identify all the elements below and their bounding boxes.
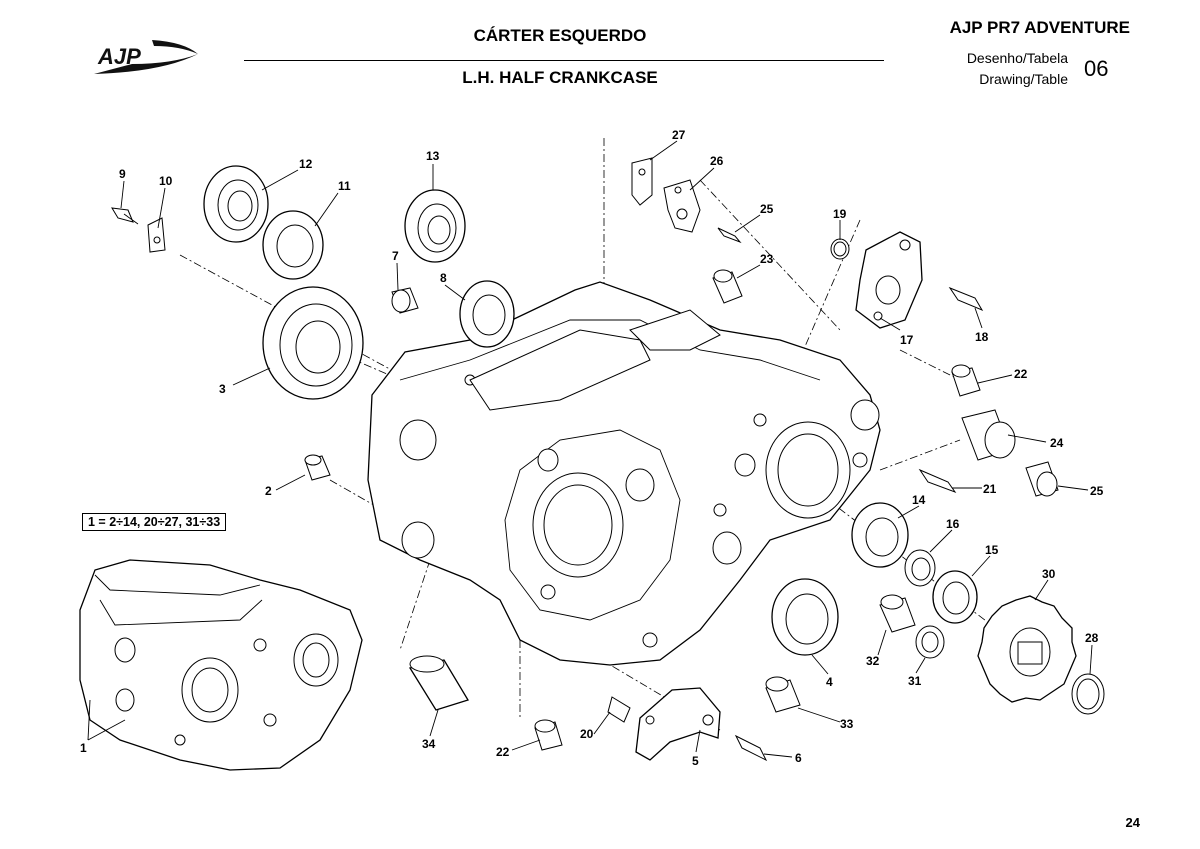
label-22-bottom: 22 — [496, 745, 510, 759]
part-6-bolt — [734, 734, 768, 762]
ajp-logo: AJP — [92, 34, 202, 78]
label-4: 4 — [826, 675, 833, 689]
part-24-bushing — [961, 409, 1016, 461]
part-10-bracket — [147, 217, 166, 253]
part-7-bushing — [391, 287, 419, 314]
page-number: 24 — [1125, 815, 1140, 830]
part-8-bearing — [459, 280, 515, 348]
label-1: 1 — [80, 741, 87, 755]
title-divider — [244, 60, 884, 61]
part-28-plate — [631, 157, 653, 206]
part-29-circlip — [1071, 673, 1105, 715]
part-2-dowel — [304, 454, 331, 481]
label-10: 10 — [159, 174, 173, 188]
label-18: 18 — [975, 330, 989, 344]
assembled-crankcase — [79, 559, 363, 771]
part-27-bracket — [663, 179, 701, 233]
label-31: 31 — [908, 674, 922, 688]
label-32: 32 — [866, 654, 880, 668]
label-19: 19 — [833, 207, 847, 221]
page-title-pt: CÁRTER ESQUERDO — [473, 26, 647, 45]
label-30: 30 — [1042, 567, 1056, 581]
label-8: 8 — [440, 271, 447, 285]
leader-lines — [87, 140, 1093, 758]
label-24: 24 — [1050, 436, 1064, 450]
drawing-label-pt: Desenho/Tabela — [966, 50, 1068, 66]
part-16-ring — [904, 549, 936, 587]
part-21-bolt — [918, 468, 957, 494]
part-17-pump-cover — [855, 231, 923, 329]
label-11: 11 — [338, 179, 351, 193]
part-33-dowel — [765, 676, 801, 713]
label-7: 7 — [392, 249, 399, 263]
kit-note: 1 = 2÷14, 20÷27, 31÷33 — [82, 513, 227, 531]
label-16: 16 — [946, 517, 960, 531]
label-17: 17 — [900, 333, 914, 347]
part-5-bracket — [635, 687, 721, 761]
label-28: 27 — [672, 128, 686, 142]
part-4-seal — [771, 578, 839, 656]
part-19-oring — [830, 238, 850, 260]
drawing-number: 06 — [1084, 56, 1109, 81]
part-3-bearing — [262, 286, 364, 400]
part-32-dowel — [879, 594, 916, 633]
label-29: 28 — [1085, 631, 1099, 645]
label-22-right: 22 — [1014, 367, 1028, 381]
label-14: 14 — [912, 493, 926, 507]
part-14-seal — [851, 502, 909, 568]
part-9-bolt — [111, 207, 139, 225]
model-name: AJP PR7 ADVENTURE — [949, 18, 1130, 37]
label-13: 13 — [426, 149, 440, 163]
part-25-bushing — [1025, 461, 1059, 497]
label-15: 15 — [985, 543, 999, 557]
label-25: 25 — [1090, 484, 1104, 498]
part-34-bushing — [408, 655, 469, 711]
part-12-bearing — [203, 165, 269, 243]
label-2: 2 — [265, 484, 272, 498]
part-18-bolt — [948, 286, 984, 312]
part-30-sprocket — [977, 595, 1077, 703]
label-6: 6 — [795, 751, 802, 765]
part-22-dowel-bottom — [534, 719, 563, 751]
part-31-ring — [915, 625, 945, 659]
label-26: 25 — [760, 202, 774, 216]
label-5: 5 — [692, 754, 699, 768]
logo-text: AJP — [97, 44, 141, 69]
drawing-label-en: Drawing/Table — [979, 71, 1068, 87]
label-21: 21 — [983, 482, 997, 496]
label-27: 26 — [710, 154, 724, 168]
part-20-bolt — [607, 696, 631, 723]
part-labels: 9 10 12 11 3 13 7 8 2 27 26 25 23 19 17 … — [80, 128, 1104, 768]
part-23-dowel — [712, 269, 743, 304]
label-12: 12 — [299, 157, 313, 171]
label-34: 34 — [422, 737, 436, 751]
label-33: 33 — [840, 717, 854, 731]
part-26-bolt — [717, 227, 742, 244]
label-9: 9 — [119, 167, 126, 181]
part-15-bushing — [932, 570, 978, 624]
part-11-seal — [262, 210, 324, 280]
label-23: 23 — [760, 252, 774, 266]
part-13-bearing — [404, 189, 466, 263]
part-22-dowel-right — [951, 364, 981, 397]
label-3: 3 — [219, 382, 226, 396]
crankcase-main — [367, 281, 881, 666]
page-title-en: L.H. HALF CRANKCASE — [462, 68, 658, 87]
label-20: 20 — [580, 727, 594, 741]
